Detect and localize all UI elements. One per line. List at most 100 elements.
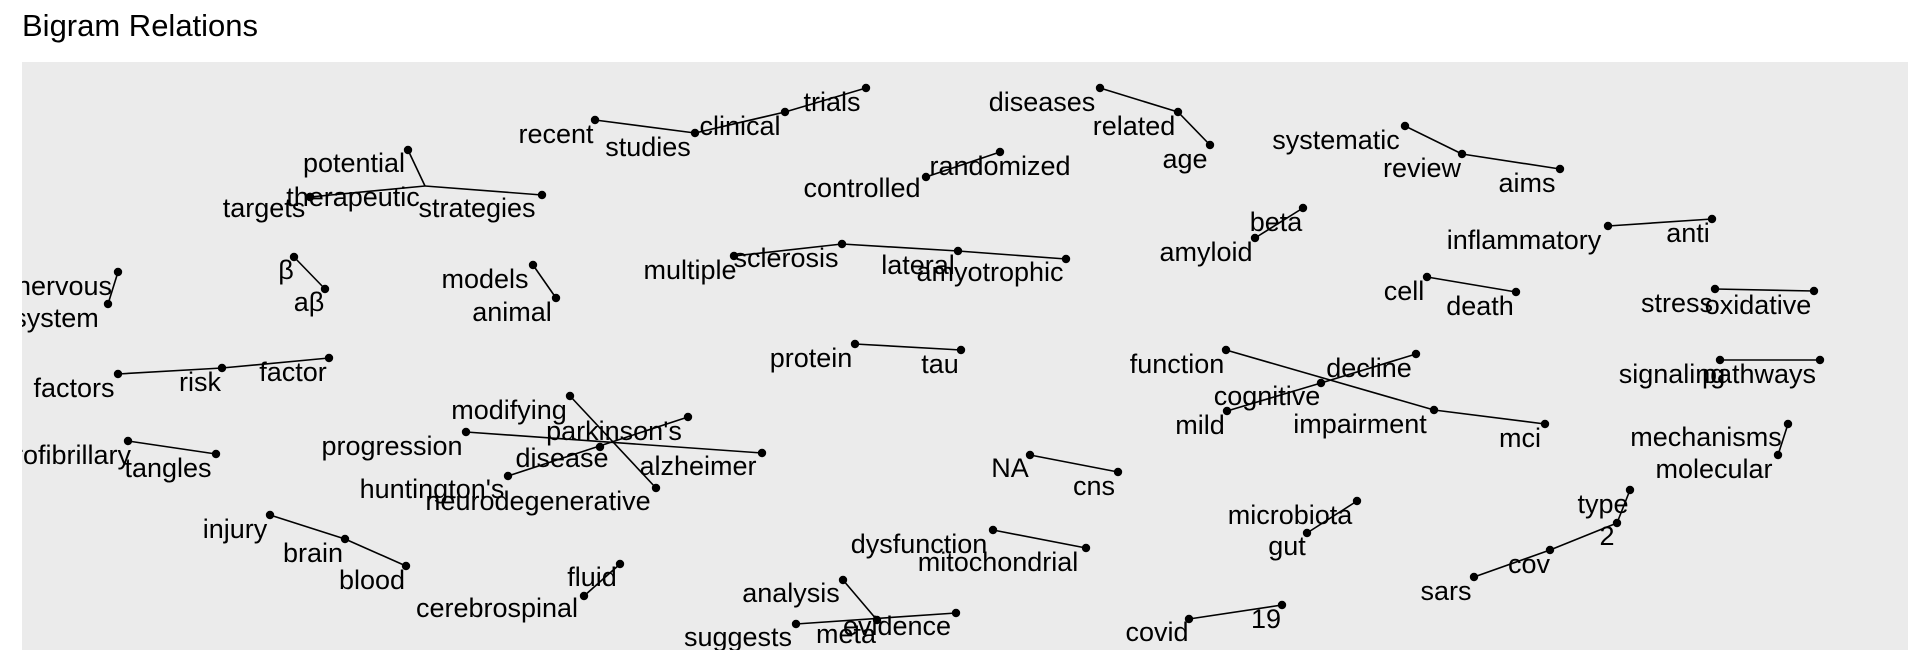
- node-dot-microbiota: [1352, 496, 1362, 506]
- node-label-cell: cell: [1384, 276, 1425, 306]
- node-dot-strategies: [537, 190, 547, 200]
- node-dot-oxidative: [1809, 286, 1819, 296]
- node-label-animal: animal: [472, 297, 552, 327]
- node-dot-mitochondrial: [1081, 543, 1091, 553]
- node-label-sclerosis: sclerosis: [733, 243, 838, 273]
- node-label-protein: protein: [770, 343, 853, 373]
- node-label-review: review: [1383, 153, 1462, 183]
- node-label-fluid: fluid: [567, 562, 617, 592]
- node-label-suggests: suggests: [684, 622, 792, 652]
- edge-clinical-trials: [784, 87, 867, 113]
- node-label-two: 2: [1599, 521, 1614, 551]
- node-label-impairment: impairment: [1293, 409, 1427, 439]
- node-dot-cell: [1422, 272, 1432, 282]
- edge-injury-brain: [269, 514, 346, 540]
- node-dot-huntingtons: [503, 471, 513, 481]
- node-label-system: system: [13, 303, 99, 333]
- node-dot-gut: [1302, 528, 1312, 538]
- node-dot-randomized: [995, 147, 1005, 157]
- edge-lateral-amyotrophic: [957, 250, 1067, 260]
- node-dot-fluid: [615, 559, 625, 569]
- edge-nervous-system: [107, 271, 119, 305]
- node-dot-factor: [324, 353, 334, 363]
- node-dot-studies: [690, 128, 700, 138]
- node-label-tau: tau: [921, 349, 959, 379]
- edge-two-cov: [1549, 522, 1618, 551]
- edge-review-aims: [1461, 153, 1561, 170]
- node-dot-progression: [461, 427, 471, 437]
- node-label-lateral: lateral: [881, 250, 955, 280]
- node-label-aims: aims: [1498, 168, 1555, 198]
- node-label-anti: anti: [1666, 218, 1710, 248]
- node-dot-sclerosis: [837, 239, 847, 249]
- node-dot-amyloid: [1250, 233, 1260, 243]
- node-label-brain: brain: [283, 538, 343, 568]
- node-label-alzheimer: alzheimer: [639, 451, 756, 481]
- edge-systematic-review: [1404, 125, 1463, 155]
- node-label-amyotrophic: amyotrophic: [916, 257, 1063, 287]
- node-dot-impairment: [1429, 405, 1439, 415]
- node-label-nervous: nervous: [16, 271, 112, 301]
- node-dot-parkinsons: [683, 412, 693, 422]
- node-dot-signaling: [1715, 355, 1725, 365]
- node-label-strategies: strategies: [418, 193, 535, 223]
- node-label-stress: stress: [1641, 288, 1713, 318]
- edge-betasym-abeta: [293, 256, 326, 290]
- node-dot-dysfunction: [988, 525, 998, 535]
- node-dot-decline: [1411, 349, 1421, 359]
- node-label-cov: cov: [1508, 549, 1551, 579]
- plot-panel: [22, 62, 1908, 650]
- node-label-meta: meta: [816, 619, 877, 649]
- node-label-factors: factors: [33, 373, 114, 403]
- node-dot-meta: [872, 615, 882, 625]
- edge-type-two: [1616, 489, 1631, 524]
- edge-factors-risk: [117, 367, 223, 375]
- edge-neurofibrillary-tangles: [127, 440, 217, 455]
- node-label-therapeutic: therapeutic: [286, 182, 420, 212]
- edge-models-animal: [532, 264, 557, 299]
- node-dot-cov: [1545, 545, 1555, 555]
- node-dot-suggests: [791, 619, 801, 629]
- node-label-risk: risk: [179, 367, 221, 397]
- node-label-inflammatory: inflammatory: [1447, 225, 1602, 255]
- node-label-models: models: [441, 264, 528, 294]
- edge-protein-tau: [854, 343, 962, 351]
- node-dot-mci: [1540, 419, 1550, 429]
- node-label-potential: potential: [303, 148, 405, 178]
- node-label-age: age: [1162, 144, 1207, 174]
- edge-diseases-related: [1099, 87, 1179, 113]
- edge-impairment-mci: [1433, 409, 1546, 425]
- node-label-trials: trials: [803, 87, 860, 117]
- node-label-nineteen: 19: [1251, 604, 1281, 634]
- node-label-death: death: [1446, 291, 1514, 321]
- node-label-sars: sars: [1420, 576, 1471, 606]
- node-dot-stress: [1710, 284, 1720, 294]
- node-dot-cognitive: [1316, 378, 1326, 388]
- node-dot-evidence: [951, 608, 961, 618]
- node-dot-potential: [403, 145, 413, 155]
- node-dot-mechanisms: [1783, 419, 1793, 429]
- node-label-neurofibrillary: neurofibrillary: [0, 440, 132, 470]
- edge-randomized-controlled: [925, 151, 1001, 178]
- node-label-abeta: aβ: [294, 287, 325, 317]
- node-label-gut: gut: [1268, 531, 1306, 561]
- node-dot-two: [1612, 518, 1622, 528]
- node-dot-recent: [590, 115, 600, 125]
- node-label-molecular: molecular: [1655, 454, 1772, 484]
- node-label-decline: decline: [1326, 353, 1412, 383]
- node-dot-disease: [595, 442, 605, 452]
- node-dot-injury: [265, 510, 275, 520]
- node-dot-nervous: [113, 267, 123, 277]
- edge-cognitive-decline: [1320, 353, 1417, 384]
- node-label-controlled: controlled: [803, 173, 920, 203]
- node-label-diseases: diseases: [989, 87, 1096, 117]
- node-dot-layer: [103, 83, 1825, 629]
- node-label-cerebrospinal: cerebrospinal: [416, 593, 578, 623]
- edge-recent-studies: [594, 119, 696, 134]
- node-dot-age: [1205, 140, 1215, 150]
- node-label-na: NA: [991, 453, 1029, 483]
- node-dot-review: [1457, 149, 1467, 159]
- edge-brain-blood: [344, 538, 407, 567]
- node-label-neurodegenerative: neurodegenerative: [425, 486, 650, 516]
